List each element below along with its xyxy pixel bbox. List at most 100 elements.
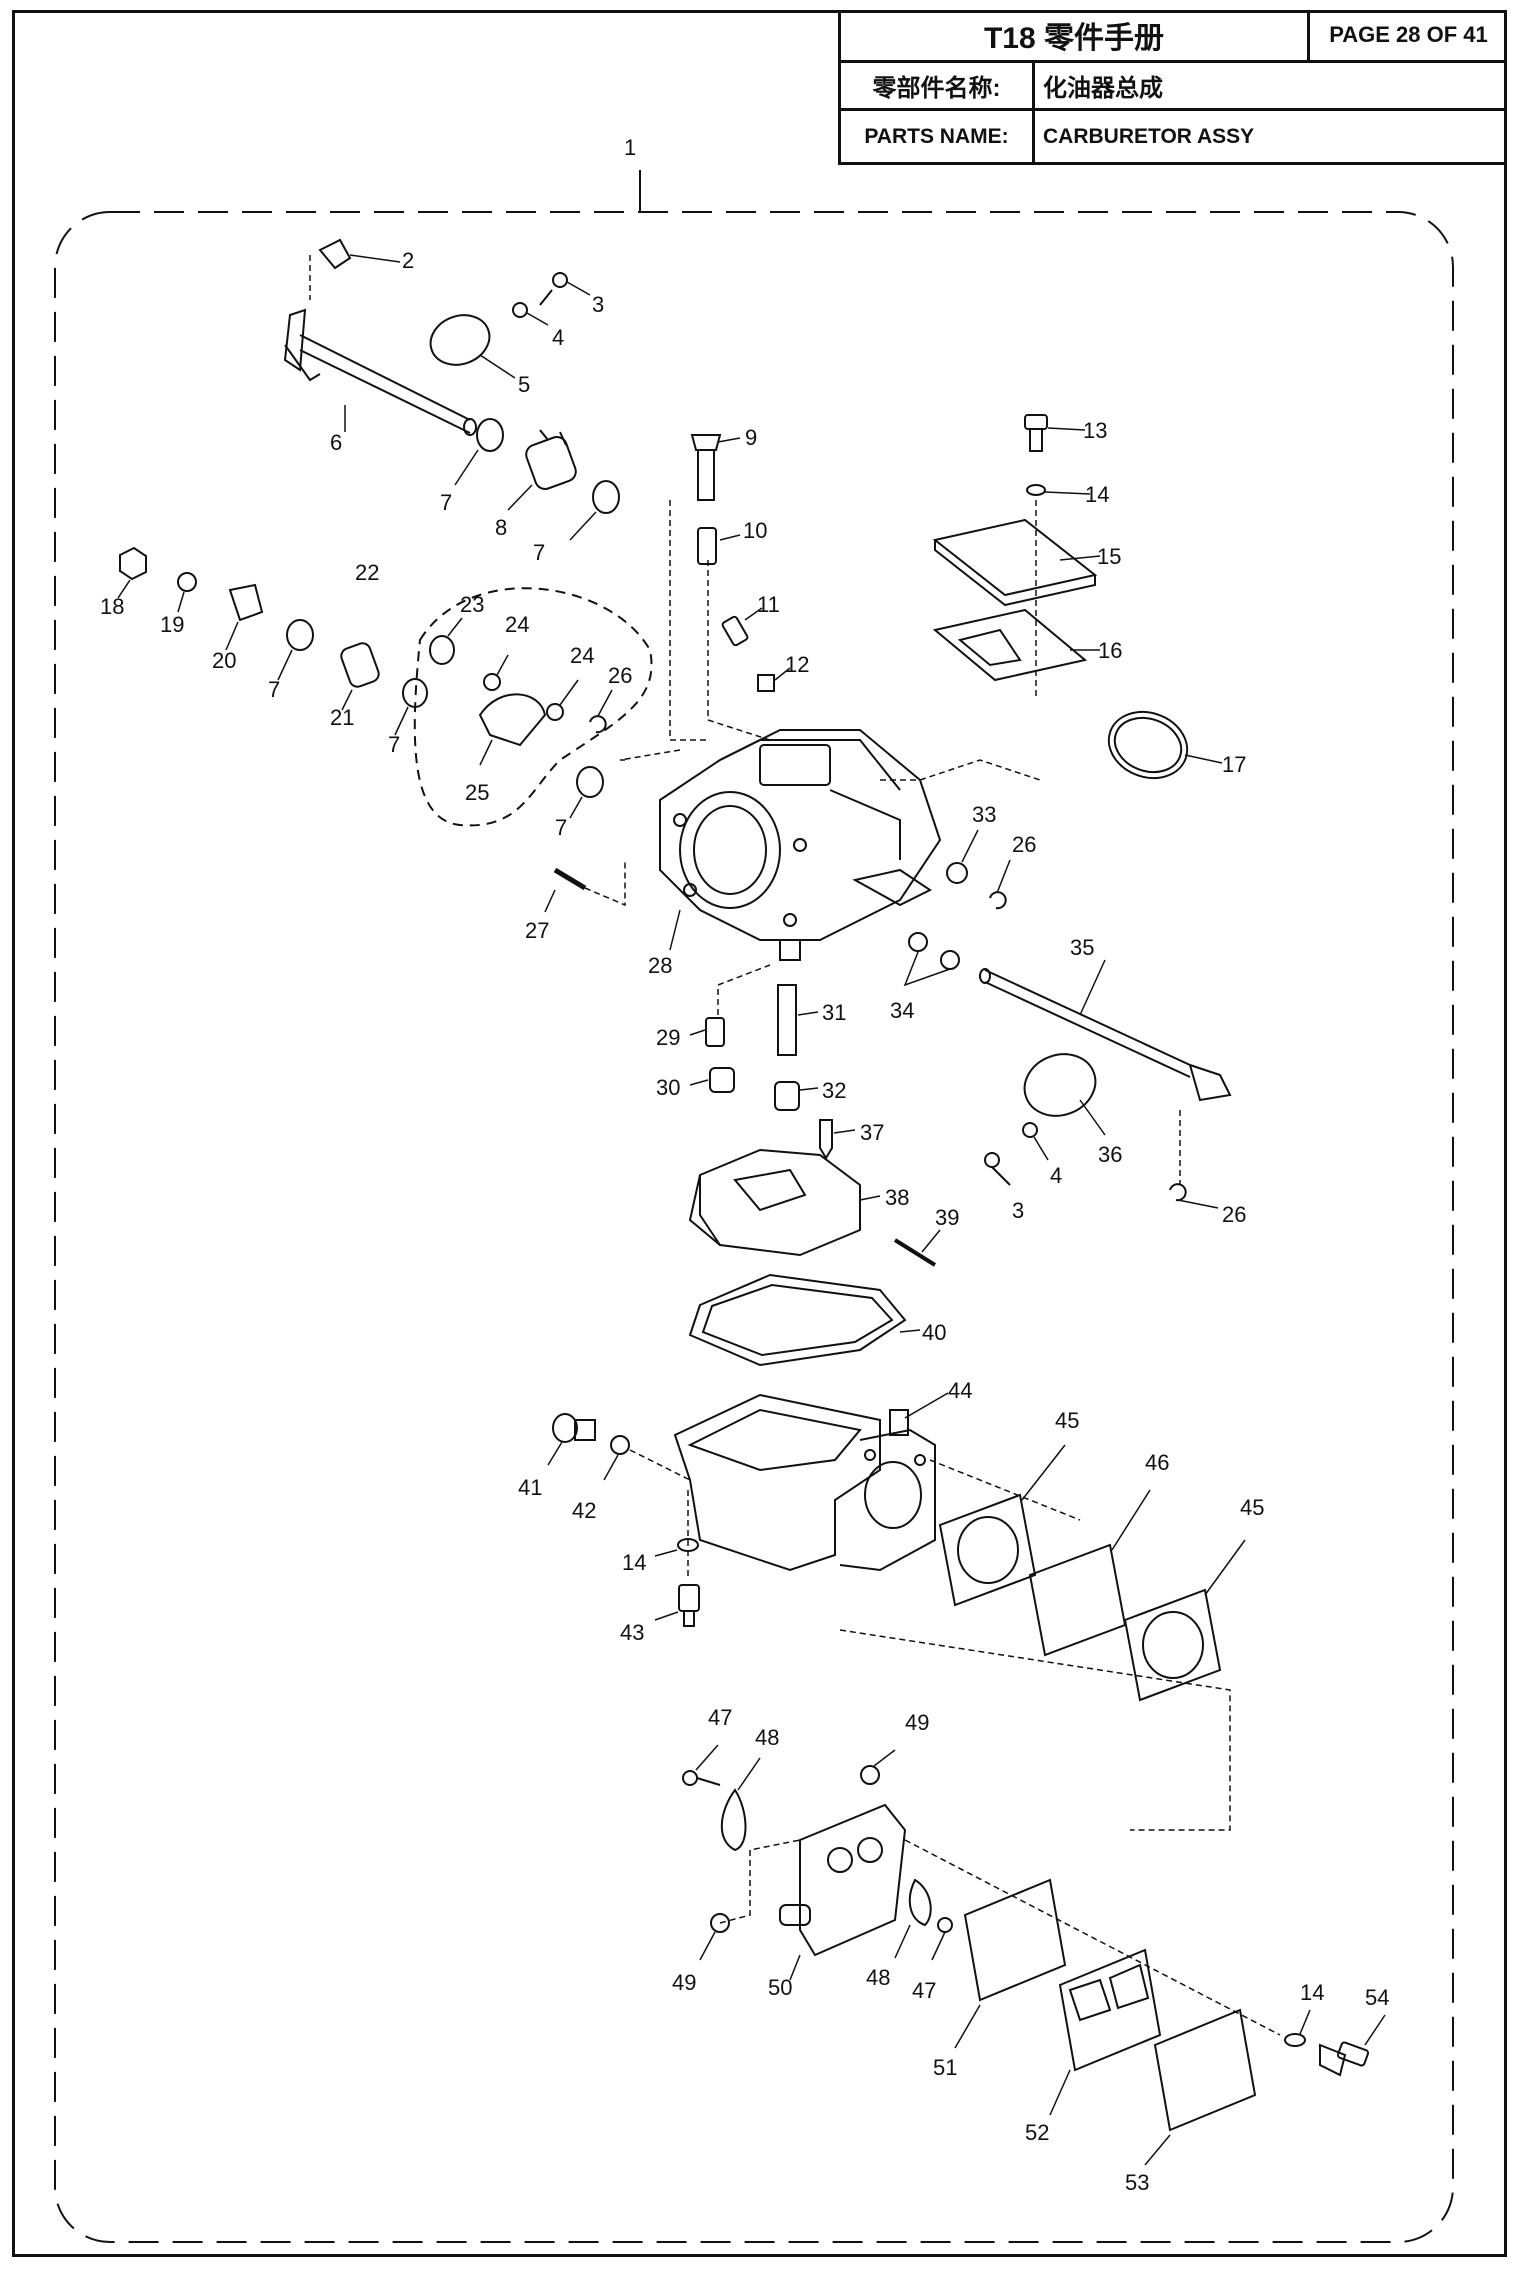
part-washer-24 [546, 703, 564, 721]
part-screw-43 [654, 1584, 700, 1627]
callout-4: 4 [552, 325, 564, 350]
part-collar-23 [429, 635, 455, 665]
callout-13: 13 [1083, 418, 1107, 443]
callout-47: 47 [708, 1705, 732, 1730]
callout-10: 10 [743, 518, 767, 543]
callout-45: 45 [1240, 1495, 1264, 1520]
part-washer-4 [1022, 1122, 1038, 1138]
callout-36: 36 [1098, 1142, 1122, 1167]
callout-15: 15 [1097, 544, 1121, 569]
part-plate-36 [1023, 1053, 1106, 1136]
part-spring-8 [507, 429, 577, 511]
callout-20: 20 [212, 648, 236, 673]
part-clip-26 [989, 891, 1007, 910]
cn-parts-name-label: 零部件名称: [841, 63, 1035, 111]
title-block: T18 零件手册 PAGE 28 OF 41 零部件名称: 化油器总成 PART… [838, 10, 1507, 165]
subgroup-boundary [413, 587, 653, 827]
part-needle-11 [721, 607, 763, 647]
part-jet-30 [689, 1067, 735, 1093]
part-jet-32 [774, 1081, 819, 1111]
callout-17: 17 [1222, 752, 1246, 777]
part-needle-37 [819, 1119, 856, 1160]
part-clip-48 [720, 1757, 761, 1852]
callout-26: 26 [608, 663, 632, 688]
callout-5: 5 [518, 372, 530, 397]
part-float-bowl-44 [673, 1392, 949, 1572]
callout-23: 23 [460, 592, 484, 617]
callout-26: 26 [1222, 1202, 1246, 1227]
part-nut-18 [119, 546, 147, 581]
callout-50: 50 [768, 1975, 792, 2000]
part-clip-2 [309, 238, 401, 300]
callout-12: 12 [785, 652, 809, 677]
callout-41: 41 [518, 1475, 542, 1500]
callout-22: 22 [355, 560, 379, 585]
callout-35: 35 [1070, 935, 1094, 960]
part-screw-47 [682, 1744, 721, 1786]
part-washer-34 [908, 932, 928, 952]
callout-51: 51 [933, 2055, 957, 2080]
part-screw-13 [1024, 414, 1086, 452]
part-tube-31 [777, 984, 819, 1056]
callout-44: 44 [948, 1378, 972, 1403]
callout-labels: 1 2 3 4 5 6 7 8 7 9 10 11 12 13 14 15 16… [100, 135, 1389, 2195]
part-bushing-7 [286, 619, 314, 651]
part-washer-14 [1284, 2033, 1306, 2047]
part-spring-21 [340, 642, 380, 711]
part-screw-9 [690, 434, 741, 501]
callout-53: 53 [1125, 2170, 1149, 2195]
page-frame [12, 10, 1507, 2257]
part-pin-39 [893, 1238, 937, 1267]
callout-11: 11 [757, 592, 780, 617]
callout-39: 39 [935, 1205, 959, 1230]
callout-38: 38 [885, 1185, 909, 1210]
part-float-38 [688, 1148, 881, 1257]
part-washer-33 [946, 862, 968, 884]
part-screw-47 [931, 1917, 953, 1961]
callout-40: 40 [922, 1320, 946, 1345]
part-gasket-16 [932, 608, 1100, 682]
part-cam-25 [478, 693, 547, 747]
callout-37: 37 [860, 1120, 884, 1145]
callout-2: 2 [402, 248, 414, 273]
callout-47: 47 [912, 1978, 936, 2003]
part-nut-49 [710, 1913, 730, 1933]
part-screw-3 [984, 1152, 1011, 1186]
callout-24: 24 [570, 643, 594, 668]
part-cover-53 [1144, 2008, 1257, 2166]
part-pin-27 [553, 867, 587, 891]
part-gasket-52 [1049, 1948, 1162, 2116]
callout-7: 7 [555, 815, 567, 840]
callout-7: 7 [440, 490, 452, 515]
callout-6: 6 [330, 430, 342, 455]
part-washer-42 [610, 1435, 630, 1455]
part-nut-49 [860, 1765, 880, 1785]
part-shaft-6 [283, 308, 477, 436]
callout-21: 21 [330, 705, 354, 730]
manual-title: T18 零件手册 [841, 10, 1310, 63]
callout-48: 48 [755, 1725, 779, 1750]
part-lever-20 [228, 583, 264, 622]
parts-name-label: PARTS NAME: [841, 111, 1035, 162]
callout-48: 48 [866, 1965, 890, 1990]
part-bushing-7 [576, 766, 604, 798]
callout-25: 25 [465, 780, 489, 805]
callout-54: 54 [1365, 1985, 1389, 2010]
callout-3: 3 [1012, 1198, 1024, 1223]
callout-19: 19 [160, 612, 184, 637]
part-carburetor-body-28 [659, 729, 942, 961]
callout-27: 27 [525, 918, 549, 943]
part-oring-17 [1107, 710, 1223, 780]
part-gasket-40 [688, 1273, 921, 1367]
part-clip-26 [1169, 1183, 1187, 1202]
callout-26: 26 [1012, 832, 1036, 857]
callout-52: 52 [1025, 2120, 1049, 2145]
page-number: PAGE 28 OF 41 [1310, 10, 1507, 63]
callout-43: 43 [620, 1620, 644, 1645]
callout-31: 31 [822, 1000, 846, 1025]
callout-34: 34 [890, 998, 914, 1023]
callout-14: 14 [1085, 482, 1109, 507]
parts-name-value: CARBURETOR ASSY [1043, 124, 1255, 148]
part-pump-body-50 [779, 1803, 907, 1981]
part-bushing-7 [402, 678, 428, 708]
